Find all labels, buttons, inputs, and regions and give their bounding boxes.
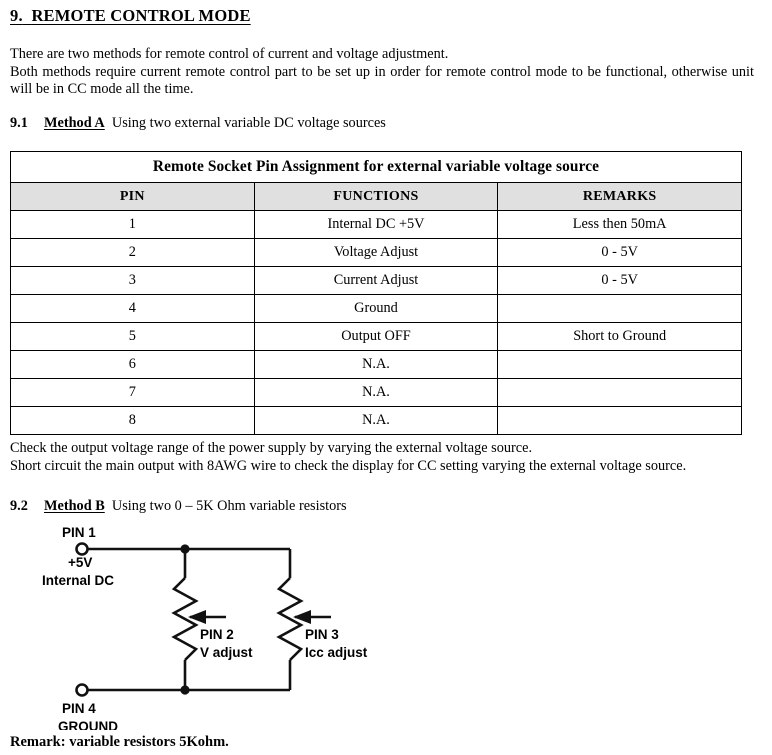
cell-pin: 6 <box>10 350 255 379</box>
table-title-row: Remote Socket Pin Assignment for externa… <box>10 151 742 183</box>
column-header-functions: FUNCTIONS <box>253 182 499 211</box>
potentiometer-circuit-diagram: PIN 1 +5V Internal DC PIN 2 V adjust <box>0 515 420 730</box>
cell-function: Voltage Adjust <box>253 238 499 267</box>
cell-function: Internal DC +5V <box>253 210 499 239</box>
right-wiper-arrow-icon <box>293 610 311 624</box>
method-b-label: Method B <box>44 498 105 514</box>
note-line-1: Check the output voltage range of the po… <box>10 440 533 456</box>
table-title: Remote Socket Pin Assignment for externa… <box>10 151 742 183</box>
circuit-label-supply-source: Internal DC <box>42 573 114 588</box>
notes-paragraph: Check the output voltage range of the po… <box>10 440 760 475</box>
cell-remark: 0 - 5V <box>497 266 742 295</box>
pin1-terminal-icon <box>75 542 89 556</box>
cell-pin: 5 <box>10 322 255 351</box>
left-wiper-arrow-icon <box>188 610 206 624</box>
table-row: 1 Internal DC +5V Less then 50mA <box>10 210 742 239</box>
circuit-label-pin3-function: Icc adjust <box>305 645 368 660</box>
cell-pin: 2 <box>10 238 255 267</box>
circuit-label-pin4: PIN 4 <box>62 701 96 716</box>
cell-remark: Short to Ground <box>497 322 742 351</box>
circuit-label-pin3: PIN 3 <box>305 627 339 642</box>
table-header-row: PIN FUNCTIONS REMARKS <box>10 182 742 211</box>
cell-function: N.A. <box>253 406 499 435</box>
circuit-label-pin1: PIN 1 <box>62 525 96 540</box>
method-a-description: Using two external variable DC voltage s… <box>111 115 386 131</box>
cell-function: Ground <box>253 294 499 323</box>
method-a-label: Method A <box>44 115 105 131</box>
table-row: 4 Ground <box>10 294 742 323</box>
method-a-number: 9.1 <box>10 115 28 131</box>
cell-function: N.A. <box>253 378 499 407</box>
table-row: 7 N.A. <box>10 378 742 407</box>
column-header-pin: PIN <box>10 182 255 211</box>
cell-function: Output OFF <box>253 322 499 351</box>
cell-remark <box>497 350 742 379</box>
page-title-number: 9. <box>10 6 23 25</box>
intro-paragraph: There are two methods for remote control… <box>10 46 754 99</box>
left-variable-resistor-icon <box>171 577 199 661</box>
table-row: 6 N.A. <box>10 350 742 379</box>
note-line-2: Short circuit the main output with 8AWG … <box>10 457 687 474</box>
table-row: 2 Voltage Adjust 0 - 5V <box>10 238 742 267</box>
method-b-number: 9.2 <box>10 498 28 514</box>
table-row: 5 Output OFF Short to Ground <box>10 322 742 351</box>
method-b-heading: 9.2 Method B Using two 0 – 5K Ohm variabl… <box>10 498 347 515</box>
right-variable-resistor-icon <box>276 577 304 661</box>
table-row: 3 Current Adjust 0 - 5V <box>10 266 742 295</box>
table-row: 8 N.A. <box>10 406 742 435</box>
circuit-label-pin4-function: GROUND <box>58 719 118 730</box>
intro-line-2: Both methods require current remote cont… <box>10 63 754 98</box>
cell-pin: 3 <box>10 266 255 295</box>
circuit-label-pin2-function: V adjust <box>200 645 253 660</box>
circuit-label-pin2: PIN 2 <box>200 627 234 642</box>
cell-function: N.A. <box>253 350 499 379</box>
bottom-junction-dot-icon <box>180 685 190 695</box>
cell-pin: 4 <box>10 294 255 323</box>
cell-remark <box>497 294 742 323</box>
cell-remark: Less then 50mA <box>497 210 742 239</box>
pin4-terminal-icon <box>75 683 89 697</box>
page-title-text: REMOTE CONTROL MODE <box>31 6 251 25</box>
circuit-label-supply-voltage: +5V <box>68 555 92 570</box>
page-title: 9. REMOTE CONTROL MODE <box>10 6 251 26</box>
method-b-description: Using two 0 – 5K Ohm variable resistors <box>111 498 347 514</box>
cell-pin: 8 <box>10 406 255 435</box>
remark-text: Remark: variable resistors 5Kohm. <box>10 734 229 750</box>
cell-pin: 1 <box>10 210 255 239</box>
cell-function: Current Adjust <box>253 266 499 295</box>
column-header-remarks: REMARKS <box>497 182 742 211</box>
pin-assignment-table: Remote Socket Pin Assignment for externa… <box>10 151 742 435</box>
cell-remark: 0 - 5V <box>497 238 742 267</box>
cell-remark <box>497 378 742 407</box>
method-a-heading: 9.1 Method A Using two external variable … <box>10 115 386 132</box>
intro-line-1: There are two methods for remote control… <box>10 46 449 62</box>
cell-remark <box>497 406 742 435</box>
cell-pin: 7 <box>10 378 255 407</box>
